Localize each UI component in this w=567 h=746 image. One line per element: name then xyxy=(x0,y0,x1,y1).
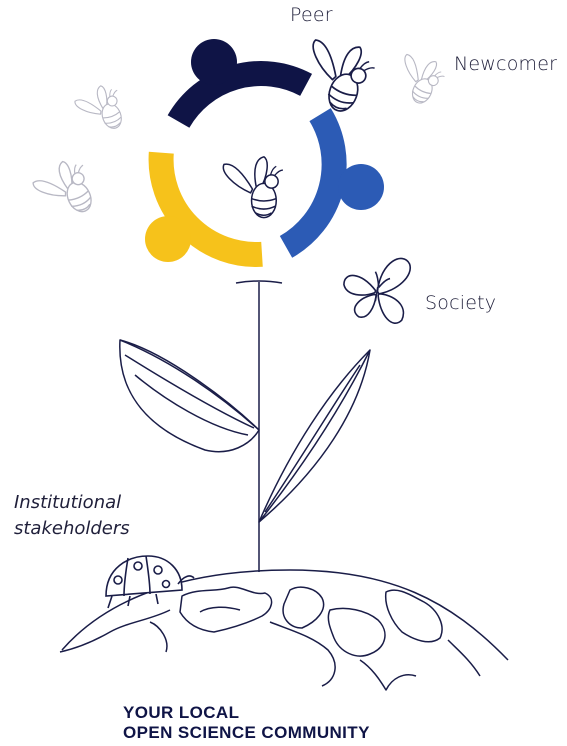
right-leaf-vein xyxy=(264,364,361,513)
continent xyxy=(384,589,443,643)
page-title: YOUR LOCAL OPEN SCIENCE COMMUNITY xyxy=(123,703,370,743)
blue-person-head xyxy=(338,164,384,210)
continent xyxy=(282,586,325,629)
continent xyxy=(447,639,481,677)
left-leaf-vein xyxy=(134,374,249,436)
peer-label: Peer xyxy=(290,4,333,26)
ring-yellow-segment xyxy=(148,151,263,267)
bee-icon xyxy=(389,48,450,109)
bee-icon xyxy=(29,153,102,227)
continent xyxy=(327,607,386,657)
newcomer-label: Newcomer xyxy=(454,53,558,75)
flower-sepal xyxy=(235,280,283,284)
title-line2: OPEN SCIENCE COMMUNITY xyxy=(123,723,370,742)
continent xyxy=(269,621,336,687)
community-ring-logo xyxy=(145,39,384,267)
ladybug-icon xyxy=(105,555,195,609)
yellow-person-head xyxy=(145,216,191,262)
continent xyxy=(199,606,241,613)
globe-icon xyxy=(59,569,509,691)
butterfly-icon xyxy=(343,257,412,324)
institutional-label-line2: stakeholders xyxy=(14,518,130,539)
society-label: Society xyxy=(425,292,497,314)
institutional-label-line1: Institutional xyxy=(14,492,122,513)
navy-person-head xyxy=(191,39,237,85)
ring-blue-segment xyxy=(279,108,347,258)
ring-navy-segment xyxy=(167,61,313,129)
continent xyxy=(179,586,273,633)
bee-icon xyxy=(72,80,130,139)
left-leaf xyxy=(119,339,260,453)
continent xyxy=(149,621,168,653)
institutional-stakeholders-label: Institutional stakeholders xyxy=(14,490,130,542)
right-leaf-vein xyxy=(258,349,371,523)
left-leaf-vein xyxy=(119,339,260,431)
left-leaf-vein xyxy=(124,354,255,429)
bee-icon xyxy=(222,156,284,219)
globe-outline xyxy=(61,569,509,661)
title-line1: YOUR LOCAL xyxy=(123,703,240,722)
continent xyxy=(359,659,417,691)
flower-icon xyxy=(119,280,371,572)
